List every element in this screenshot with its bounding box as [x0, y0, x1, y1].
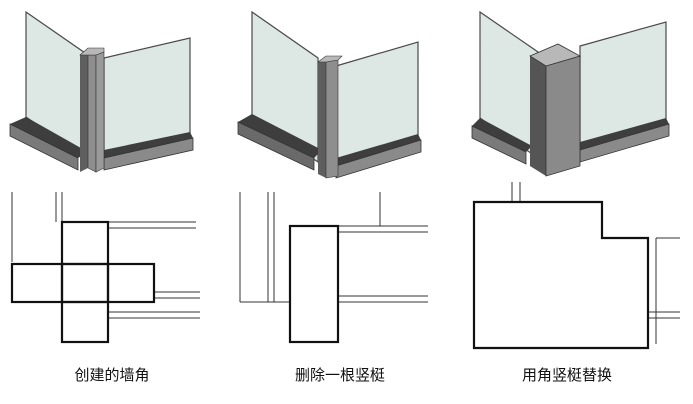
- panel-2-right-sill-top: [336, 134, 421, 166]
- plan-1-mullion-cross: [10, 220, 156, 344]
- plan-2: [239, 192, 428, 344]
- plan-1-mullion-left: [10, 262, 64, 304]
- panel-3-left-sill-top: [472, 118, 532, 152]
- panel-1-left-sill-front: [9, 123, 79, 171]
- panel-2-3d-view: [237, 10, 422, 179]
- plan-3: [472, 182, 680, 350]
- plan-1: [10, 192, 200, 344]
- panel-3-corner-mullion-side: [530, 56, 546, 176]
- panel-1-mullion-front-b: [95, 51, 105, 173]
- plan-1-wall-lines: [11, 192, 200, 319]
- panel-1-left-sill-top: [10, 117, 88, 158]
- plan-3-wall-lines: [511, 182, 680, 344]
- panel-2-mullion-top: [317, 55, 343, 63]
- panel-1-mullion-top: [79, 47, 105, 56]
- panel-1-mullion-side: [80, 50, 88, 172]
- plan-1-mullion-center: [60, 262, 110, 304]
- plan-1-mullion-bottom: [60, 300, 110, 344]
- caption-replaced-with-corner-mullion: 用角竖梃替换: [521, 366, 612, 384]
- plan-3-corner-mullion: [472, 200, 650, 350]
- panel-1-right-sill-top: [104, 132, 193, 158]
- panel-3-3d-view: [471, 10, 670, 177]
- panel-3-corner-mullion-front: [545, 55, 581, 177]
- panel-3-corner-mullion-top: [529, 43, 582, 67]
- panel-2-left-sill-top: [238, 114, 322, 158]
- panel-3-left-sill-front: [471, 125, 527, 165]
- panel-1-3d-view: [9, 10, 194, 173]
- plan-2-mullion: [288, 224, 340, 344]
- caption-one-mullion-removed: 删除一根竖梃: [294, 366, 385, 384]
- plan-1-mullion-top: [60, 220, 110, 266]
- plan-2-wall-lines: [239, 192, 428, 303]
- panel-2-left-sill-front: [237, 121, 315, 171]
- panel-2-mullion-front: [325, 59, 339, 179]
- panel-3-right-sill-top: [580, 118, 669, 150]
- panel-1-mullion-front-a: [87, 54, 97, 173]
- caption-created-corner: 创建的墙角: [74, 366, 150, 384]
- plan-1-mullion-right: [106, 262, 156, 304]
- panel-2-mullion-side: [318, 58, 326, 178]
